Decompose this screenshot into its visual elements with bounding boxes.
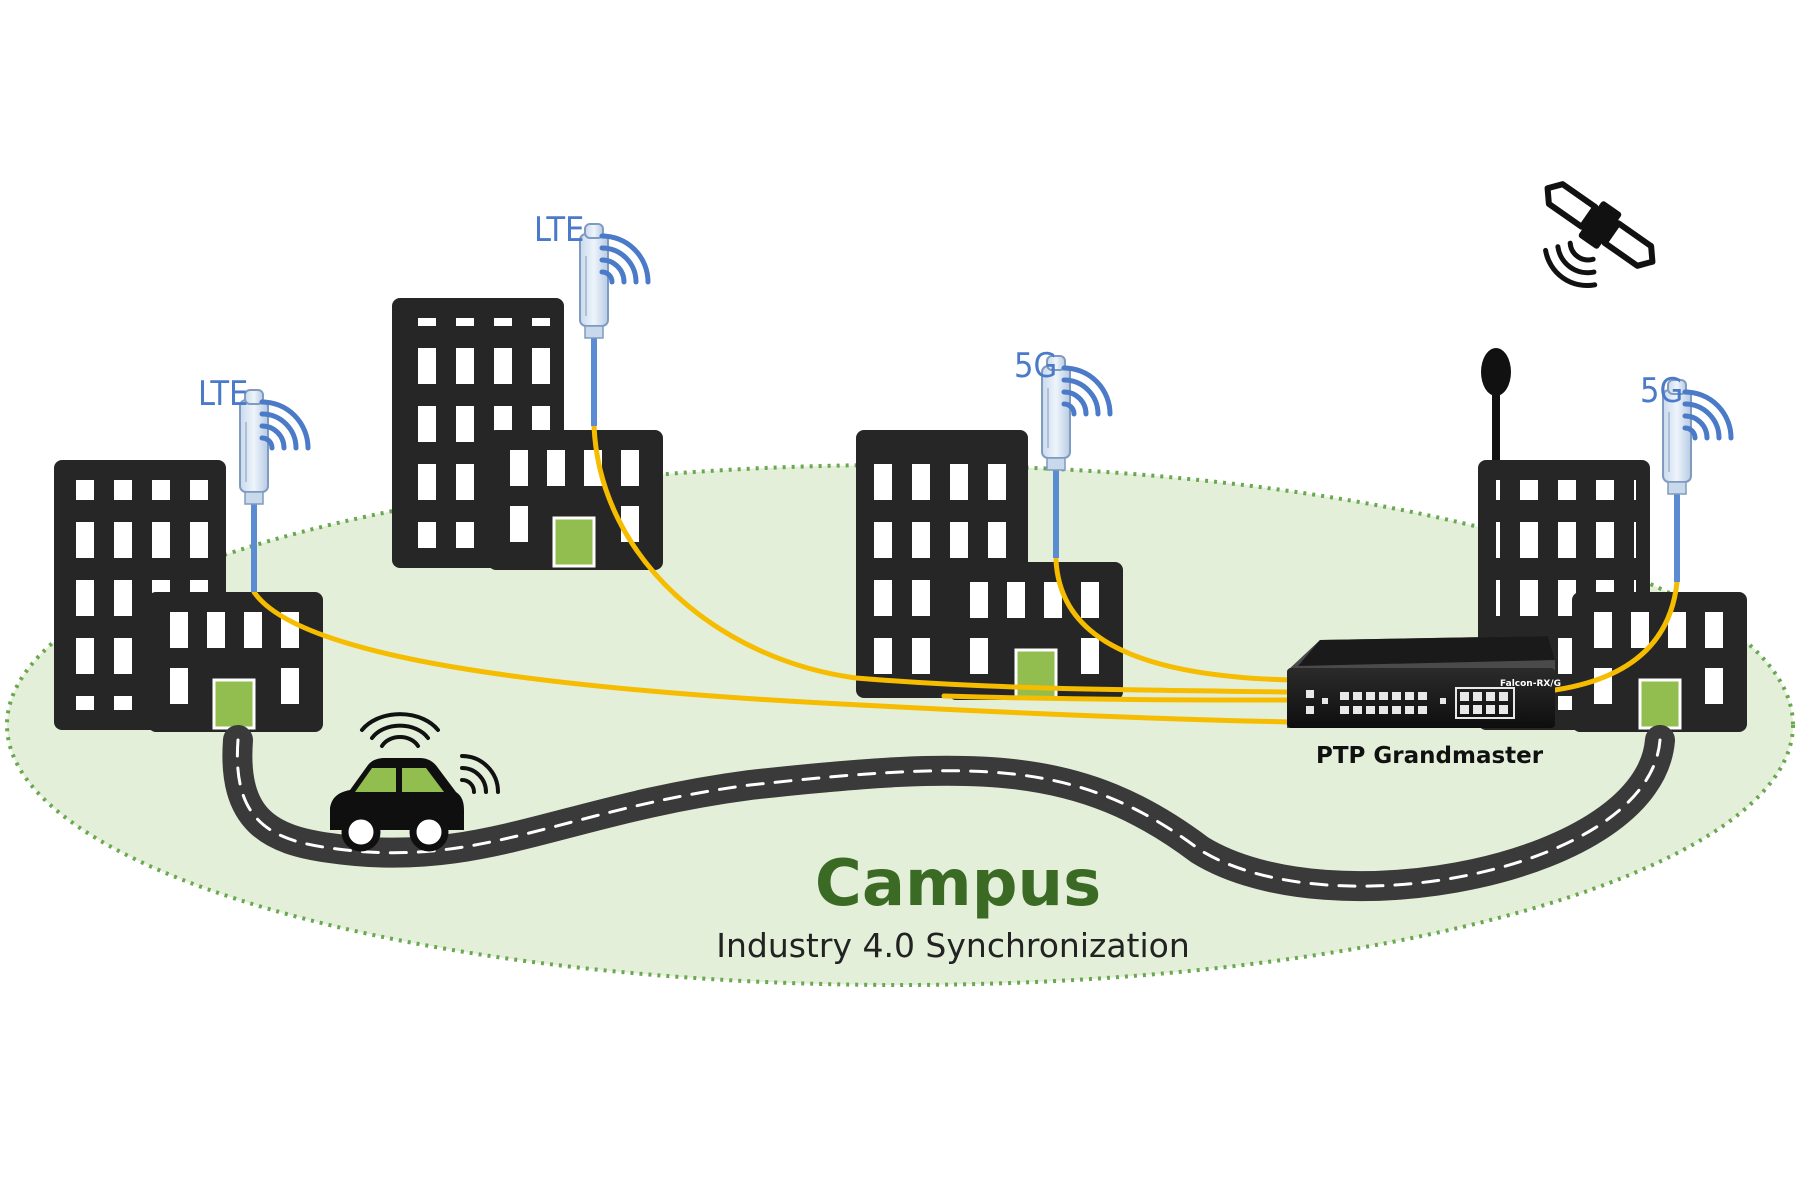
fiber-links	[251, 423, 1680, 725]
tower-label-2: LTE	[534, 210, 584, 250]
radio-tower-2: LTE	[534, 210, 648, 427]
grandmaster-label: PTP Grandmaster	[1316, 743, 1544, 769]
fiber-link-3	[1053, 557, 1293, 683]
building-group-3	[856, 430, 1123, 700]
fiber-link-3b	[941, 693, 1293, 703]
satellite-icon	[1543, 181, 1656, 288]
diagram-subtitle: Industry 4.0 Synchronization	[716, 926, 1190, 965]
tower-label-3: 5G	[1014, 346, 1057, 386]
fiber-link-1	[251, 589, 1293, 725]
fiber-link-4	[1552, 579, 1680, 693]
radio-tower-1: LTE	[198, 374, 308, 593]
wireless-signal-icon	[460, 754, 500, 794]
door	[212, 678, 256, 730]
device-model: Falcon-RX/G	[1500, 679, 1561, 689]
tower-label-4: 5G	[1640, 371, 1683, 411]
car-icon	[330, 712, 500, 852]
radio-tower-4: 5G	[1640, 371, 1731, 583]
road	[222, 725, 1675, 902]
diagram-title: Campus	[815, 847, 1101, 921]
building-group-2	[392, 298, 663, 570]
wireless-signal-icon	[360, 712, 440, 748]
fiber-link-2	[591, 423, 1293, 695]
gnss-antenna-icon	[1481, 348, 1511, 460]
door	[1014, 648, 1058, 700]
door	[1638, 678, 1682, 730]
building-group-1	[54, 460, 323, 732]
ptp-grandmaster-device: Falcon-RX/G PTP Grandmaster	[1287, 636, 1561, 769]
radio-tower-3: 5G	[1014, 346, 1110, 559]
door	[552, 516, 596, 568]
tower-label-1: LTE	[198, 374, 248, 414]
